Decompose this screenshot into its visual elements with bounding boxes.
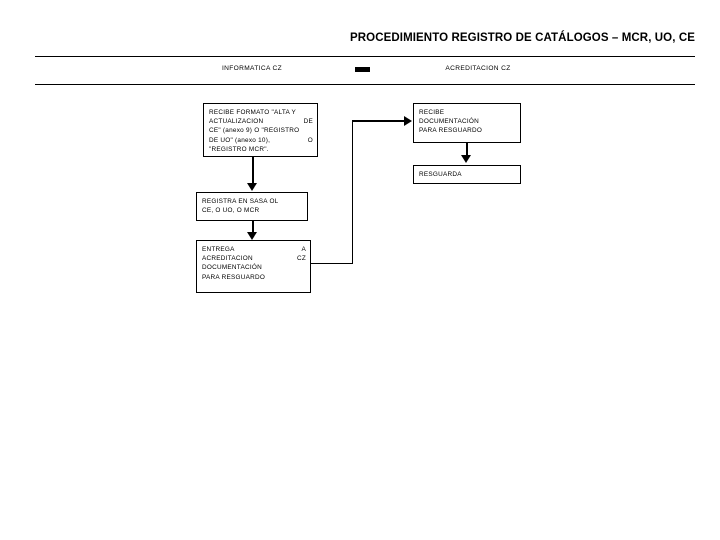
connector-elbow-vertical-segment — [352, 121, 353, 264]
process-text-line: CE, O UO, O MCR — [202, 207, 260, 215]
arrowhead-down-icon — [247, 232, 257, 240]
process-text-line: "REGISTRO MCR". — [209, 145, 269, 153]
connector-line-recibe-formato-to-registra — [252, 157, 254, 185]
line-left: DE UO" (anexo 10), — [209, 136, 271, 144]
connector-elbow-top-segment — [352, 120, 406, 122]
process-text-line: DE UO" (anexo 10), O — [209, 136, 313, 145]
connector-line-registra-to-entrega — [252, 221, 254, 234]
process-text-line: RECIBE FORMATO "ALTA Y — [209, 108, 313, 117]
line-right: O — [307, 136, 313, 144]
line-right: CZ — [296, 255, 306, 263]
process-text-line: CE" (anexo 9) O "REGISTRO — [209, 126, 313, 135]
arrowhead-down-icon — [247, 183, 257, 191]
process-box-entrega-acreditacion[interactable]: ENTREGA A ACREDITACION CZ DOCUMENTACIÓN … — [196, 240, 311, 293]
process-text-line: DOCUMENTACIÓN — [202, 264, 262, 272]
column-header-acreditacion-cz: ACREDITACION CZ — [445, 65, 511, 72]
line-left: ACTUALIZACION — [209, 118, 264, 126]
process-box-recibe-documentacion[interactable]: RECIBE DOCUMENTACIÓN PARA RESGUARDO — [413, 103, 521, 143]
header-rectangle-marker-icon — [355, 67, 370, 72]
process-box-recibe-formato[interactable]: RECIBE FORMATO "ALTA Y ACTUALIZACION DE … — [203, 103, 318, 157]
connector-line-recibe-doc-to-resguarda — [466, 143, 468, 157]
line-left: ENTREGA — [202, 246, 235, 253]
process-text-line: RECIBE — [419, 109, 445, 116]
process-text-line: ENTREGA A — [202, 245, 306, 254]
column-header-informatica-cz: INFORMATICA CZ — [221, 65, 283, 72]
process-box-registra-en-sasa[interactable]: REGISTRA EN SASA OL CE, O UO, O MCR — [196, 192, 308, 221]
line-left: ACREDITACION — [202, 255, 253, 263]
line-right: A — [301, 246, 306, 253]
line-left: CE" (anexo 9) O "REGISTRO — [209, 127, 300, 135]
header-rule-bottom — [35, 84, 695, 85]
process-text-line: RESGUARDA — [419, 171, 462, 178]
process-text-line: ACTUALIZACION DE — [209, 117, 313, 126]
header-rule-top — [35, 56, 695, 57]
line-left: RECIBE FORMATO "ALTA Y — [209, 109, 297, 116]
arrowhead-down-icon — [461, 155, 471, 163]
process-text-line: REGISTRA EN SASA OL — [202, 198, 279, 205]
arrowhead-right-icon — [404, 116, 412, 126]
process-box-resguarda[interactable]: RESGUARDA — [413, 165, 521, 184]
process-text-line: ACREDITACION CZ — [202, 254, 306, 263]
process-text-line: PARA RESGUARDO — [202, 273, 266, 281]
process-text-line: PARA RESGUARDO — [419, 127, 483, 135]
process-text-line: DOCUMENTACIÓN — [419, 118, 479, 126]
page-title: PROCEDIMIENTO REGISTRO DE CATÁLOGOS – MC… — [349, 32, 695, 44]
line-right: DE — [303, 118, 313, 126]
connector-elbow-bottom-segment — [311, 263, 353, 264]
